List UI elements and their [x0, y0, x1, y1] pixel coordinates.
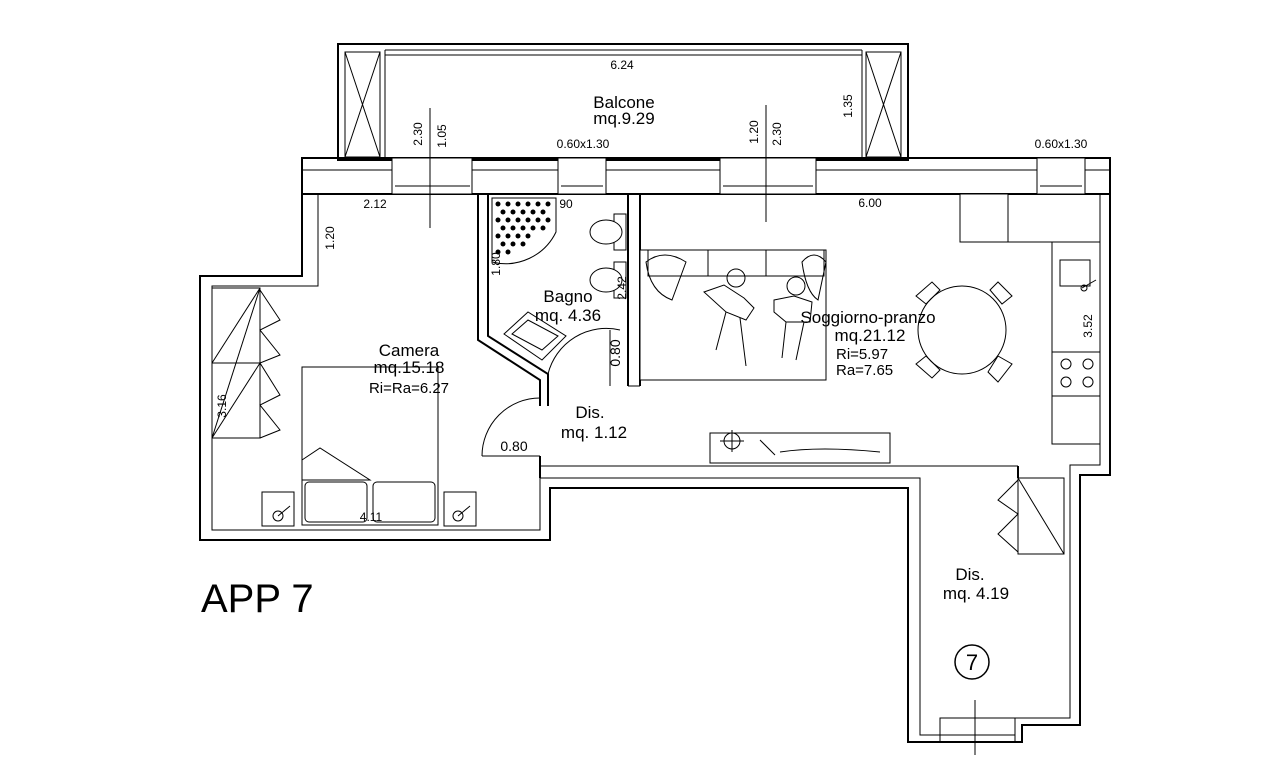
- camera-furniture: [211, 287, 477, 527]
- dim-bagno-242: 2.42: [615, 276, 629, 300]
- camera-ratio: Ri=Ra=6.27: [369, 380, 449, 397]
- soggiorno-ra: Ra=7.65: [836, 362, 893, 379]
- unit-badge-circle: [954, 644, 990, 680]
- dis2-area: mq. 4.19: [943, 584, 1009, 603]
- dim-window-left-h: 1.05: [435, 124, 449, 148]
- soggiorno-area: mq.21.12: [835, 326, 906, 345]
- dim-balcony-width: 6.24: [610, 58, 634, 72]
- dim-window-mid-h: 1.20: [747, 120, 761, 144]
- dim-window-mid-w: 2.30: [770, 122, 784, 146]
- dim-bagno-90: 90: [559, 197, 573, 211]
- dimension-labels: 6.24 1.35 1.05 2.30 0.60x1.30 1.20 2.30 …: [215, 58, 1095, 524]
- plan-title: APP 7: [201, 577, 314, 621]
- dim-camera-top: 1.20: [323, 226, 337, 250]
- bagno-area: mq. 4.36: [535, 306, 601, 325]
- camera-name: Camera: [379, 341, 440, 360]
- dis1-name: Dis.: [575, 403, 604, 422]
- dim-window-small-2: 0.60x1.30: [1035, 137, 1088, 151]
- bagno-name: Bagno: [543, 287, 592, 306]
- balcone-name: Balcone: [593, 93, 654, 112]
- bagno-fixtures: [491, 197, 627, 361]
- dim-bagno-180: 1.80: [489, 252, 503, 276]
- dis1-area: mq. 1.12: [561, 423, 627, 442]
- balcony: [337, 43, 909, 161]
- soggiorno-furniture: [639, 249, 1013, 383]
- dim-camera-bottom: 4.11: [360, 510, 383, 524]
- dim-balcony-depth: 1.35: [841, 94, 855, 118]
- dim-door-camera: 0.80: [500, 438, 527, 454]
- dim-kitchen-352: 3.52: [1081, 314, 1095, 338]
- dim-window-small-1: 0.60x1.30: [557, 137, 610, 151]
- figure-right: [773, 276, 813, 361]
- kitchen: [959, 193, 1101, 445]
- facade-windows: [391, 105, 1086, 228]
- dim-window-left-w: 2.30: [411, 122, 425, 146]
- soggiorno-ri: Ri=5.97: [836, 346, 888, 363]
- dim-soggiorno-width: 6.00: [858, 196, 882, 210]
- room-labels: Balcone mq.9.29 Bagno mq. 4.36 Camera mq…: [369, 93, 1009, 603]
- dis2-name: Dis.: [955, 565, 984, 584]
- figure-left: [703, 268, 755, 367]
- soggiorno-name: Soggiorno-pranzo: [800, 308, 935, 327]
- dim-camera-left: 3.16: [215, 394, 229, 418]
- dis-wardrobe: [997, 477, 1065, 555]
- doors: [481, 327, 621, 457]
- dim-door-bagno: 0.80: [607, 339, 623, 366]
- balcone-area: mq.9.29: [593, 109, 654, 128]
- camera-area: mq.15.18: [374, 358, 445, 377]
- unit-badge-number: 7: [966, 650, 978, 675]
- dim-camera-window: 2.12: [363, 197, 387, 211]
